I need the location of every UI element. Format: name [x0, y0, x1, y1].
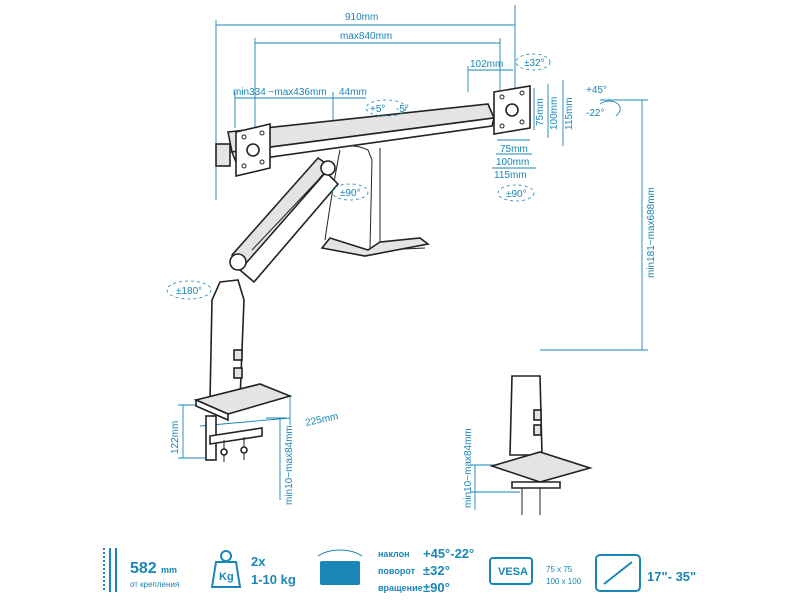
dim-vesa-115-h: 115mm	[494, 170, 527, 181]
screen-size-icon	[595, 554, 641, 592]
monitor-arm-drawing	[193, 85, 593, 515]
dim-vesa-75-h: 75mm	[500, 144, 528, 155]
dim-offset-102: 102mm	[470, 59, 503, 70]
tilt-value: +45°-22°	[423, 546, 474, 561]
dim-clamp-range-1: min10~max84mm	[284, 425, 295, 505]
reach-spec: 582 mm от крепления	[103, 548, 179, 592]
rotation-value: ±90°	[423, 580, 450, 595]
monitor-motion-icon	[320, 561, 360, 585]
dim-base-depth: 225mm	[304, 411, 339, 429]
rot-level-minus: -5°	[396, 104, 409, 115]
rot-tilt-minus: -22°	[586, 108, 604, 119]
vesa-line-1: 75 x 75	[546, 565, 573, 574]
weight-icon-label: Kg	[219, 571, 234, 583]
swivel-value: ±32°	[423, 563, 450, 578]
dim-max-span: max840mm	[340, 31, 392, 42]
rot-swivel-32: ±32°	[524, 58, 545, 69]
dim-vesa-75-v: 75mm	[535, 98, 546, 126]
vesa-spec: VESA 75 x 75 100 x 100	[489, 557, 582, 586]
rot-level-plus: +5°	[370, 104, 385, 115]
dim-vesa-115-v: 115mm	[564, 97, 575, 130]
screen-size-spec: 17"- 35"	[595, 554, 696, 592]
tilt-label: наклон	[378, 549, 410, 559]
reach-caption: от крепления	[130, 580, 179, 589]
dim-extension-range: min334 ~max436mm	[233, 87, 327, 98]
dim-offset-44: 44mm	[339, 87, 367, 98]
dim-height-range: min181~max688mm	[646, 187, 657, 278]
reach-value: 582	[130, 560, 157, 577]
dim-vesa-100-h: 100mm	[496, 157, 529, 168]
rot-rotate-90-head: ±90°	[340, 188, 361, 199]
vesa-label: VESA	[498, 566, 528, 578]
load-range: 1-10 kg	[251, 572, 296, 587]
dim-vesa-100-v: 100mm	[549, 97, 560, 130]
rotation-labels: ±32° +45° -22° +5° -5° ±90° ±90° ±180°	[176, 58, 607, 297]
dim-total-width: 910mm	[345, 12, 378, 23]
load-count: 2x	[251, 554, 266, 569]
vesa-line-2: 100 x 100	[546, 577, 582, 586]
rotation-arrows	[166, 53, 621, 300]
spec-strip: 582 mm от крепления Kg 2x 1-10 kg наклон…	[103, 546, 696, 595]
weight-icon	[210, 561, 242, 588]
rot-rotate-90-top: ±90°	[506, 189, 527, 200]
screen-range: 17"- 35"	[647, 569, 696, 584]
rotation-label: вращение	[378, 583, 423, 593]
dimension-labels: 910mm max840mm min334 ~max436mm 44mm 102…	[170, 12, 657, 508]
weight-spec: Kg 2x 1-10 kg	[210, 550, 296, 588]
dim-base-height: 122mm	[170, 421, 181, 454]
vesa-badge-icon	[489, 557, 533, 585]
dim-clamp-range-2: min10~max84mm	[463, 428, 474, 508]
swivel-label: поворот	[378, 566, 416, 576]
rot-pole-180: ±180°	[176, 286, 202, 297]
motion-spec: наклон +45°-22° поворот ±32° вращение ±9…	[317, 546, 474, 595]
reach-unit: mm	[161, 565, 177, 575]
rot-tilt-plus: +45°	[586, 85, 607, 96]
